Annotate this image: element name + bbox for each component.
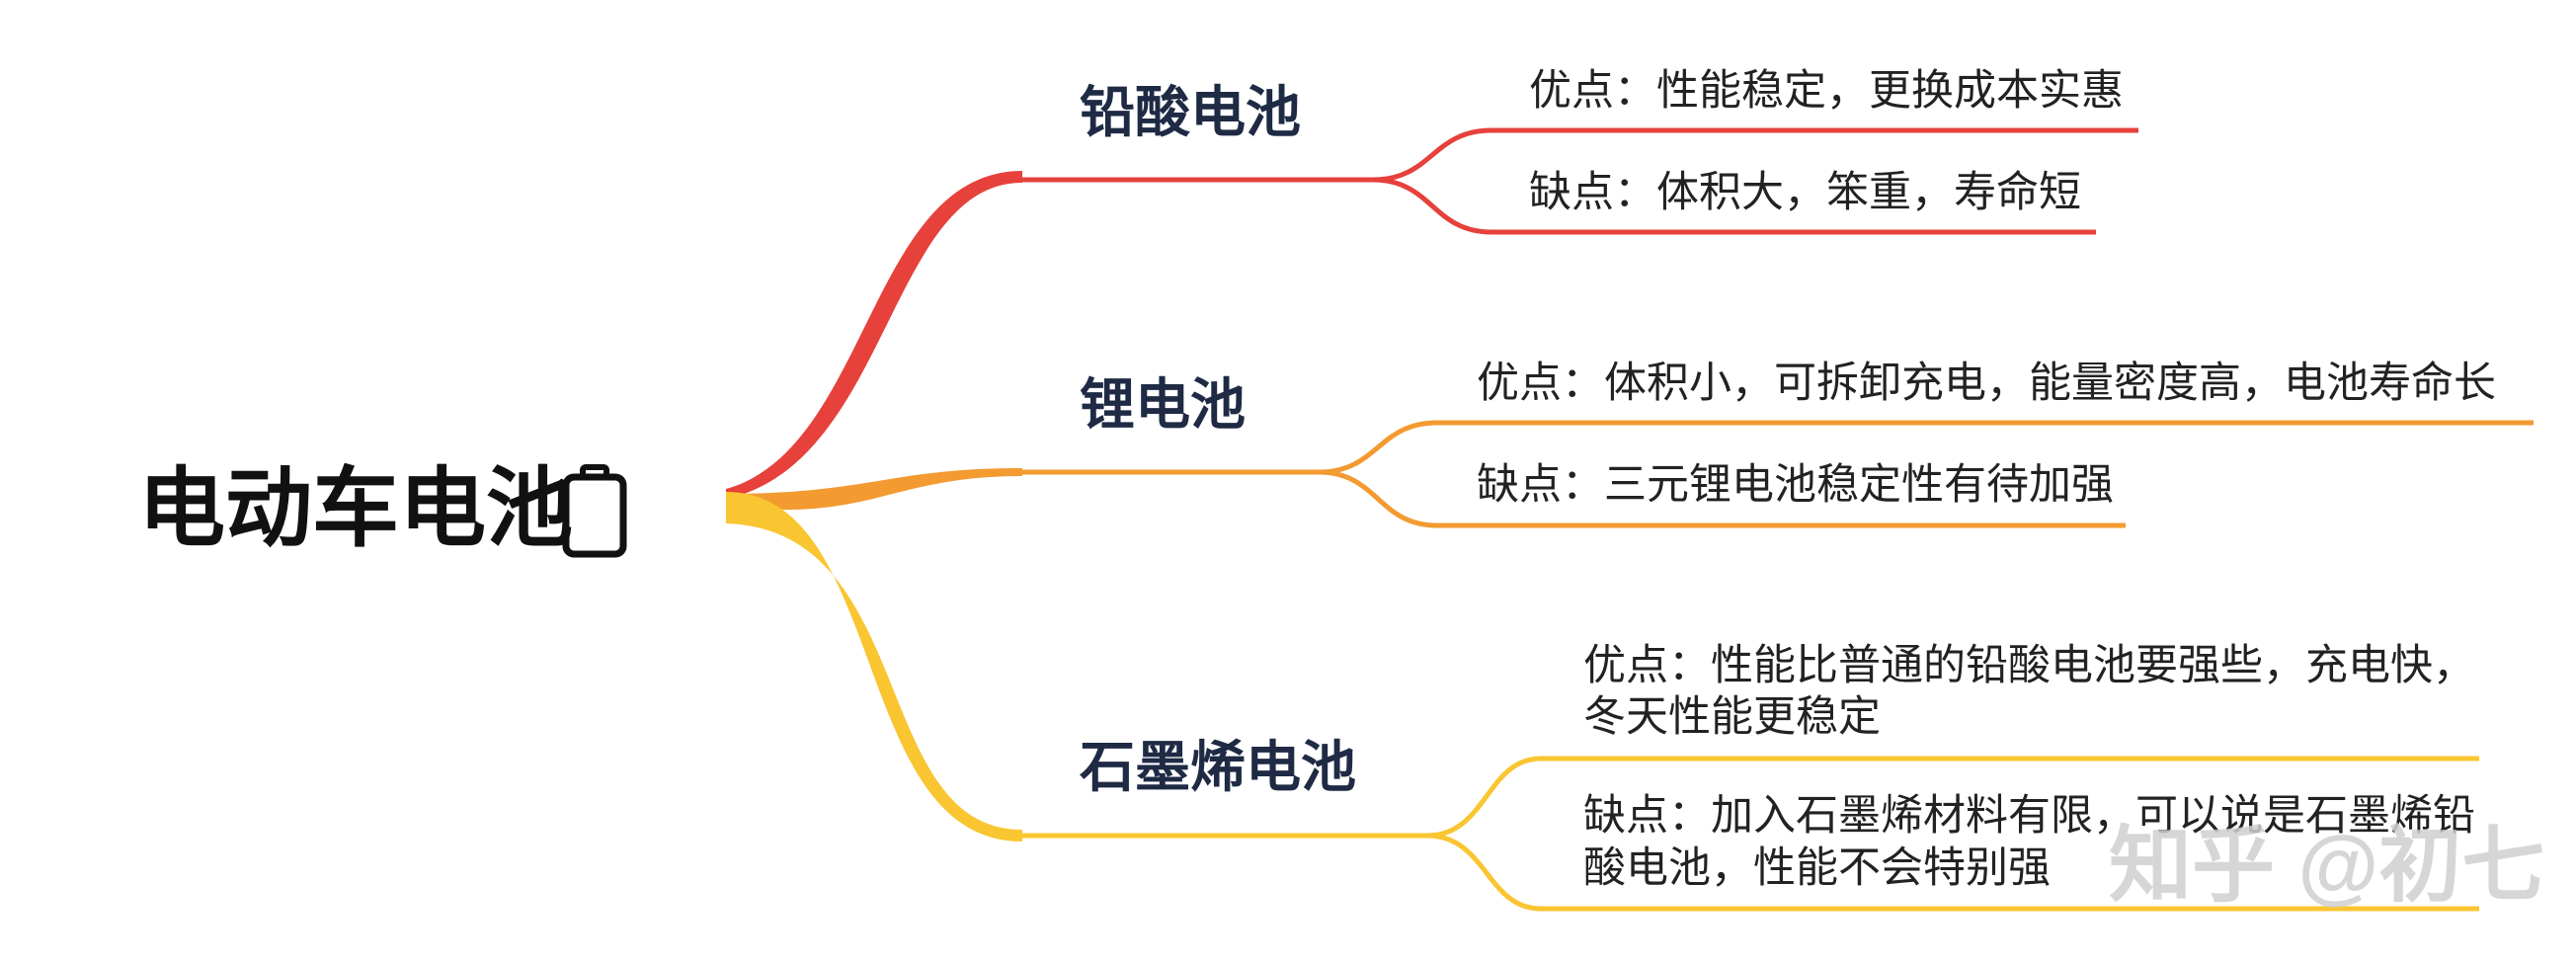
link-root-graphene bbox=[726, 492, 1022, 842]
graphene-cons-line-2: 酸电池，性能不会特别强 bbox=[1583, 844, 2051, 892]
watermark: 知乎 @初七 bbox=[2109, 819, 2545, 912]
lead-acid-cons: 缺点：体积大，笨重，寿命短 bbox=[1529, 169, 2081, 216]
branch-title-lithium: 锂电池 bbox=[1080, 373, 1246, 436]
graphene-pros-line-2: 冬天性能更稳定 bbox=[1583, 693, 1881, 741]
link-lead-cons bbox=[1372, 177, 2096, 235]
root-title: 电动车电池 bbox=[138, 459, 574, 557]
battery-icon bbox=[562, 464, 627, 558]
branch-title-lead-acid: 铅酸电池 bbox=[1080, 81, 1301, 143]
lead-acid-pros: 优点：性能稳定，更换成本实惠 bbox=[1529, 67, 2124, 115]
link-root-lead bbox=[726, 171, 1022, 499]
lithium-cons: 缺点：三元锂电池稳定性有待加强 bbox=[1477, 461, 2114, 509]
branch-title-graphene: 石墨烯电池 bbox=[1080, 736, 1356, 798]
link-root-lithium bbox=[726, 468, 1022, 511]
lithium-pros: 优点：体积小，可拆卸充电，能量密度高，电池寿命长 bbox=[1477, 360, 2496, 407]
graphene-cons-line-1: 缺点：加入石墨烯材料有限，可以说是石墨烯铅 bbox=[1583, 792, 2475, 840]
graphene-pros-line-1: 优点：性能比普通的铅酸电池要强些，充电快， bbox=[1583, 642, 2475, 689]
link-graphene-cons bbox=[1426, 833, 2479, 912]
link-lithium-cons bbox=[1318, 469, 2126, 528]
